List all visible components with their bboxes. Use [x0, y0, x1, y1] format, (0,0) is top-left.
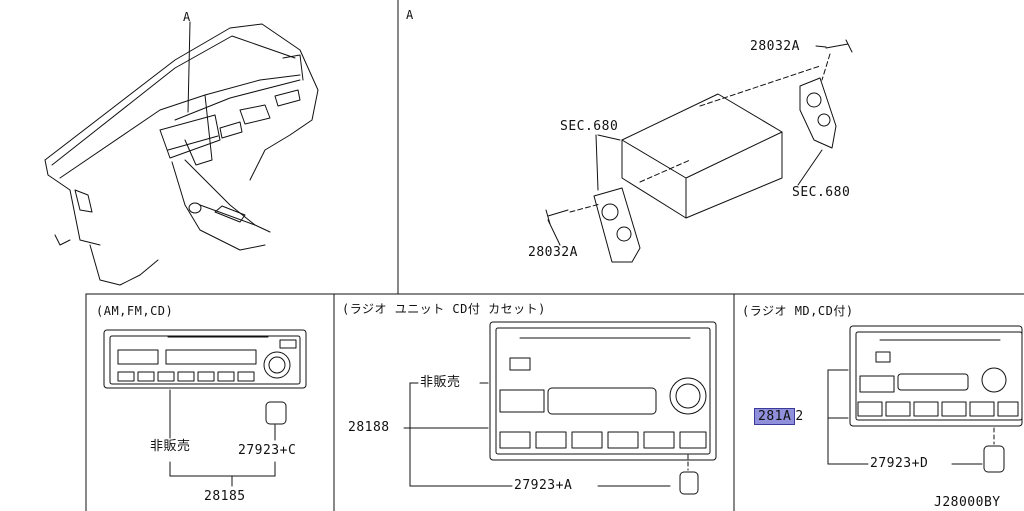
part-27923-a[interactable]: 27923+A	[514, 478, 573, 493]
dashboard-illustration	[44, 21, 319, 286]
panel-radio-md-title: (ラジオ MD,CD付)	[742, 304, 854, 318]
part-281a-highlight[interactable]: 281A	[754, 408, 796, 425]
panel-radio-cd-not-for-sale: 非販売	[420, 375, 461, 390]
part-28032a-bottom[interactable]: 28032A	[528, 245, 578, 260]
part-27923-c[interactable]: 27923+C	[238, 443, 297, 458]
radio-am-fm-cd	[103, 329, 307, 487]
panel-dividers	[85, 0, 1024, 511]
radio-md-cd	[827, 325, 1023, 473]
part-28032a-top[interactable]: 28032A	[750, 39, 800, 54]
sec-680-right[interactable]: SEC.680	[792, 185, 851, 200]
diagram-id: J28000BY	[934, 495, 1001, 510]
sec-680-left[interactable]: SEC.680	[560, 119, 619, 134]
callout-a-mounting: A	[406, 8, 414, 22]
callout-a-dashboard: A	[183, 10, 191, 24]
radio-unit-cd-cassette	[403, 321, 717, 495]
part-27923-d[interactable]: 27923+D	[870, 456, 929, 471]
part-28188[interactable]: 28188	[348, 420, 390, 435]
panel-am-title: (AM,FM,CD)	[96, 304, 174, 318]
part-28185[interactable]: 28185	[204, 489, 246, 504]
panel-radio-cd-title: (ラジオ ユニット CD付 カセット)	[342, 302, 546, 316]
panel-am-not-for-sale: 非販売	[150, 439, 191, 454]
part-281a-suffix: 2	[795, 409, 804, 424]
mounting-exploded-view	[545, 39, 853, 263]
